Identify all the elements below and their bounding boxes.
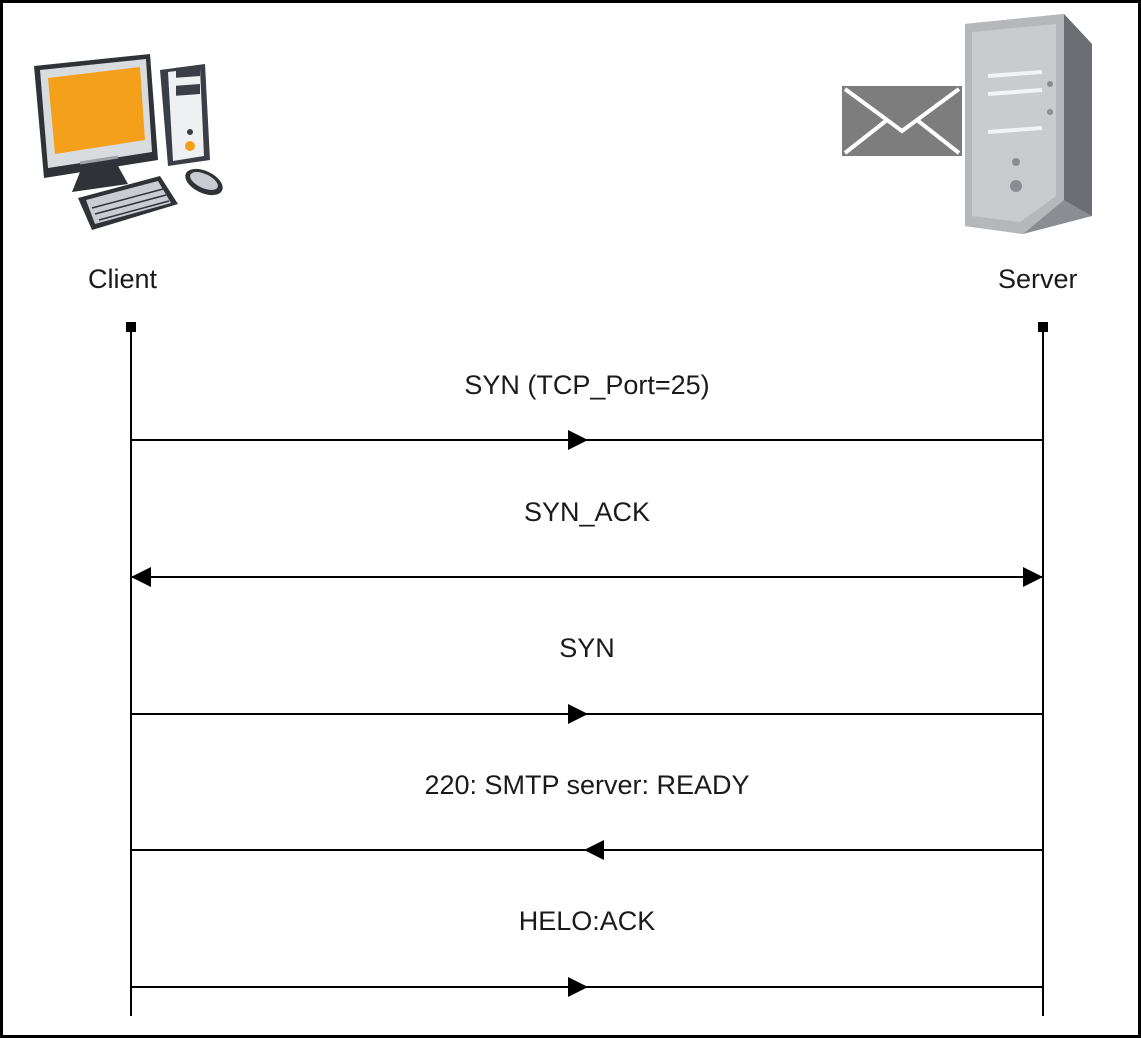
message-label-helo-ack: HELO:ACK [518,906,656,936]
message-label-syn-port: SYN (TCP_Port=25) [464,370,710,400]
arrowhead-left [131,567,151,587]
message-label-syn-ack: SYN_ACK [523,497,651,527]
message-label-syn: SYN [559,633,615,663]
server-lifeline [1038,322,1048,1016]
arrowhead-right [568,704,588,724]
message-arrow [131,840,1043,860]
message-arrows [131,430,1043,997]
arrowhead-right [568,977,588,997]
server-label: Server [998,264,1078,294]
envelope-icon [842,86,962,156]
client-lifeline [126,322,136,1016]
message-arrow [131,704,1043,724]
server-tower-icon [965,14,1092,234]
arrowhead-right [568,430,588,450]
client-label: Client [88,264,158,294]
arrowhead-left [584,840,604,860]
arrowhead-right [1023,567,1043,587]
message-arrow [131,977,1043,997]
message-arrow [131,430,1043,450]
message-arrow [131,567,1043,587]
message-label-smtp-ready: 220: SMTP server: READY [424,770,750,800]
desktop-computer-icon [34,54,223,230]
